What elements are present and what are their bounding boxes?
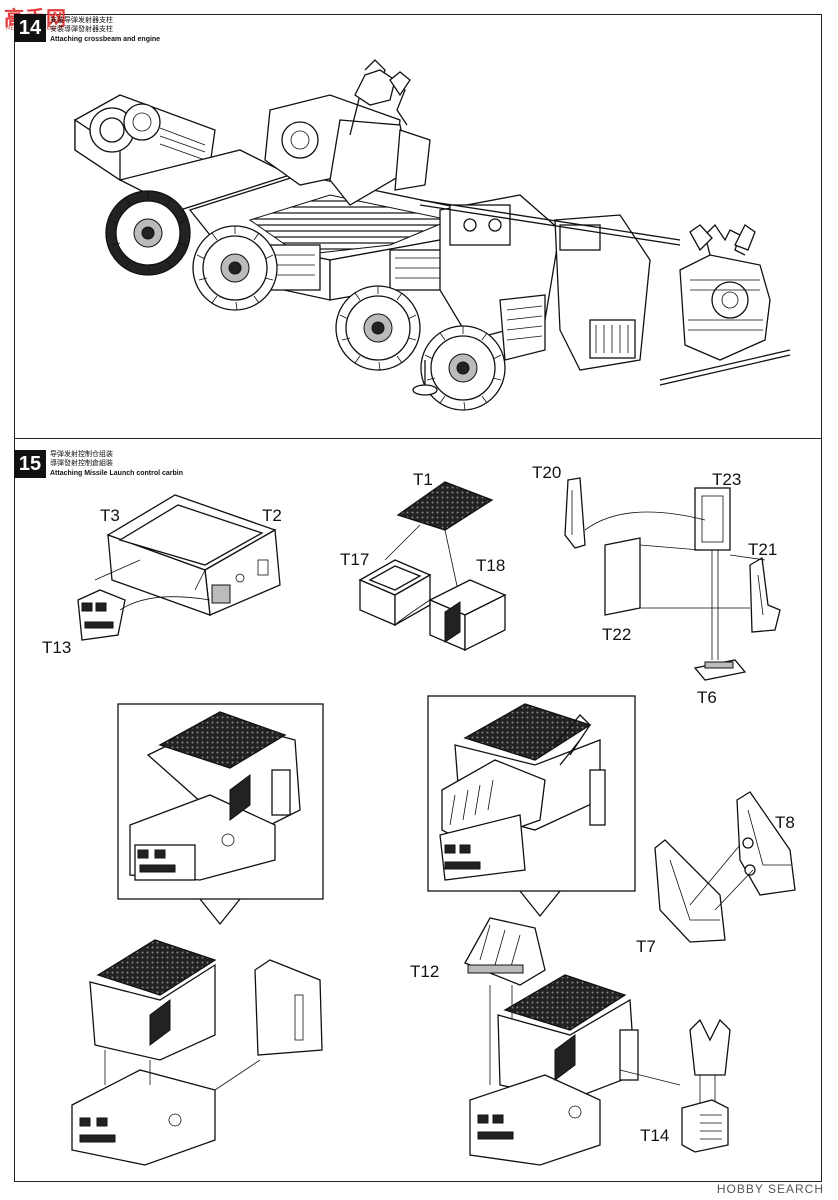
step-14-caption-en: Attaching crossbeam and engine	[50, 36, 161, 43]
label-t6: T6	[697, 688, 717, 707]
label-t22: T22	[602, 625, 632, 644]
inset-cabin-a	[117, 703, 324, 900]
label-t12: T12	[410, 962, 440, 981]
step-14-caption-cn-simplified: 安装导弹发射器支柱	[50, 17, 113, 24]
part-t8	[736, 791, 796, 896]
cabin-a	[129, 711, 301, 881]
part-t18	[428, 579, 507, 652]
label-t1: T1	[413, 470, 433, 489]
step-15-caption-en: Attaching Missile Launch control carbin	[50, 470, 184, 477]
step-15-caption-cn-traditional: 導彈發射控制倉組裝	[50, 460, 113, 467]
step-14-number: 14	[14, 14, 46, 42]
part-t7	[654, 839, 726, 943]
wheel-2	[192, 225, 278, 311]
watermark: HOBBY SEARCH	[716, 1182, 824, 1196]
label-t8: T8	[775, 813, 795, 832]
part-t14-assembly	[619, 1018, 731, 1153]
label-t14: T14	[640, 1126, 670, 1145]
part-t20	[564, 477, 586, 549]
step-divider	[14, 438, 822, 439]
label-t13: T13	[42, 638, 72, 657]
inset-cabin-b	[427, 695, 636, 892]
part-t21	[749, 556, 781, 633]
part-t6	[693, 659, 747, 681]
step-14-caption-cn-traditional: 安裝導彈發射器支柱	[50, 26, 113, 33]
part-t19-side-panel	[214, 959, 323, 1091]
cabin-exploded-a	[71, 939, 217, 1166]
cabin-b	[439, 703, 606, 881]
wheel-3	[335, 285, 421, 371]
step-15-number: 15	[14, 450, 46, 478]
part-t2-t3-frame	[94, 494, 281, 616]
label-t23: T23	[712, 470, 742, 489]
page-frame	[14, 14, 822, 1182]
wheel-4	[420, 325, 506, 411]
label-t18: T18	[476, 556, 506, 575]
step-15-caption-cn-simplified: 导弹发射控制仓组装	[50, 451, 113, 458]
part-t17	[358, 559, 432, 627]
part-t22	[604, 537, 641, 616]
label-t3: T3	[100, 506, 120, 525]
chassis-illustration	[74, 59, 791, 411]
label-t7: T7	[636, 937, 656, 956]
part-t12	[464, 917, 546, 986]
label-t2: T2	[262, 506, 282, 525]
label-t17: T17	[340, 550, 370, 569]
wheel-1	[105, 190, 191, 276]
label-t20: T20	[532, 463, 562, 482]
cabin-exploded-b	[469, 974, 639, 1166]
label-t21: T21	[748, 540, 778, 559]
part-t13	[77, 589, 126, 641]
